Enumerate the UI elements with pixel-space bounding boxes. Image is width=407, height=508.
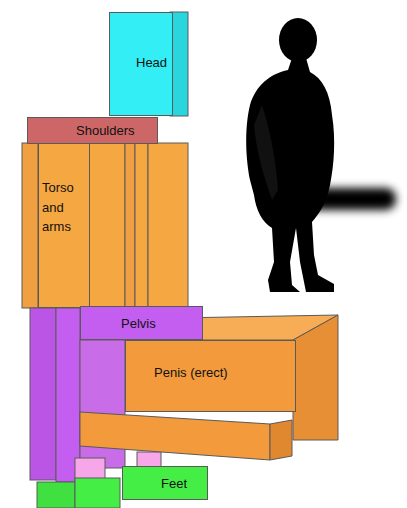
blurred-bar — [292, 188, 396, 210]
part-label: Pelvis — [121, 314, 202, 334]
torso-block: Torso and arms — [38, 143, 90, 308]
foot-block — [37, 482, 75, 508]
penis-block: Penis (erect) — [125, 340, 296, 412]
block-side — [293, 315, 338, 440]
block-slab-side — [270, 420, 292, 460]
leg-block — [30, 308, 56, 480]
torso-strip — [88, 143, 125, 308]
human-silhouette — [246, 18, 334, 292]
torso-strip — [135, 143, 148, 308]
pelvis-block: Pelvis — [80, 306, 203, 340]
part-label: Head — [136, 53, 172, 73]
foot-block: Feet — [122, 466, 208, 500]
arm-strip — [148, 143, 188, 308]
part-label: Feet — [161, 474, 207, 494]
leg-block — [56, 308, 80, 482]
arm-strip — [22, 143, 38, 308]
shoulders-block: Shoulders — [27, 117, 158, 144]
part-label: Penis (erect) — [154, 363, 295, 383]
torso-strip — [125, 143, 135, 308]
head-block: Head — [109, 12, 173, 116]
foot-block — [75, 478, 120, 508]
part-label: Torso and arms — [42, 178, 86, 237]
part-label: Shoulders — [76, 121, 157, 141]
block-slab — [80, 412, 270, 460]
